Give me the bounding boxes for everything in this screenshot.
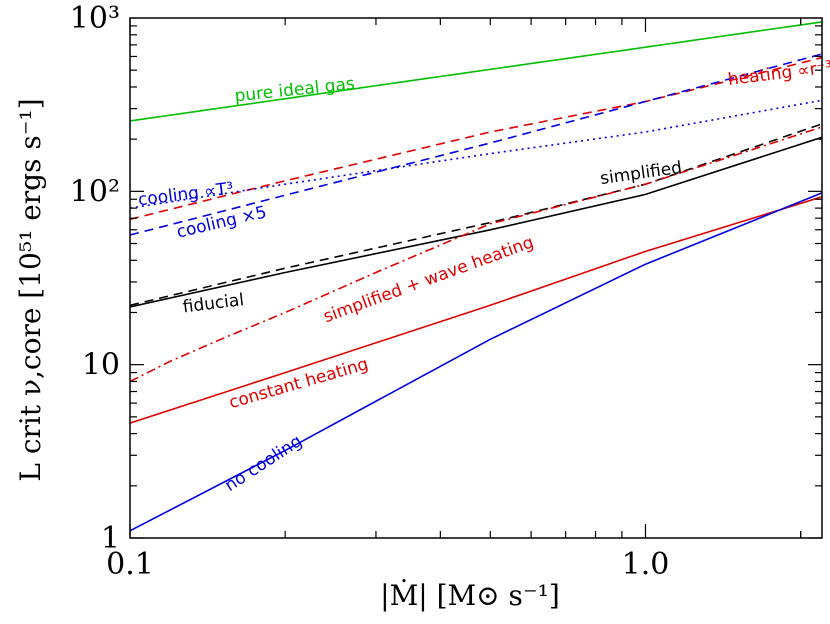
y-tick-label: 10²	[70, 174, 120, 209]
series-label-layer: pure ideal gas heating ∝r⁻³ cooling ∝T³coo…	[137, 57, 830, 495]
x-tick-label: 0.1	[106, 547, 154, 582]
series-line-2	[130, 53, 822, 236]
series-label-8: simplified + wave heating	[321, 232, 537, 327]
series-label-9: constant heating	[227, 354, 371, 413]
axis-ticks	[129, 18, 822, 539]
x-axis-title: |Ṁ| [M⊙ s⁻¹]	[380, 579, 560, 612]
plot-frame	[129, 17, 823, 539]
plot-border	[129, 17, 823, 539]
y-axis-title: L crit ν,core [10⁵¹ ergs s⁻¹]	[14, 98, 47, 481]
series-line-3	[130, 99, 822, 209]
series-line-10	[130, 192, 822, 532]
tick-labels: 0.1 1.0 1 10 10² 10³	[70, 1, 670, 582]
x-tick-label: 1.0	[622, 547, 670, 582]
y-tick-label: 10	[82, 348, 120, 383]
series-label-6: simplified	[599, 158, 683, 189]
series-line-0	[130, 21, 822, 122]
series-line-6	[130, 136, 822, 308]
y-tick-label: 1	[101, 521, 120, 556]
series-line-5	[130, 123, 822, 307]
series-line-8	[130, 126, 822, 383]
series-line-1	[130, 56, 822, 221]
y-tick-label: 10³	[70, 1, 120, 36]
series-label-1: heating ∝r⁻³	[727, 57, 830, 90]
series-label-3: cooling ∝T³	[137, 179, 235, 211]
series-label-10: no cooling	[221, 431, 305, 496]
series-label-0: pure ideal gas	[234, 74, 356, 107]
series-label-4: cooling ×5	[175, 202, 269, 242]
series-layer	[130, 21, 822, 532]
series-line-9	[130, 196, 822, 424]
